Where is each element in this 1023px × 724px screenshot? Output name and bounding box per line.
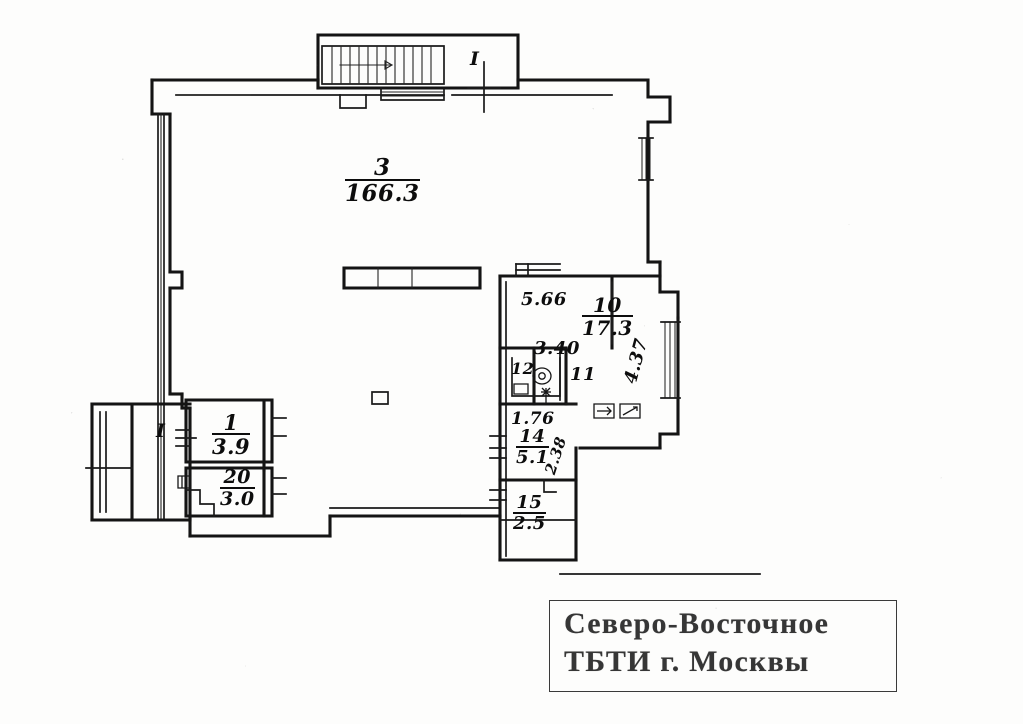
room-3-number: 3 (374, 154, 391, 181)
right-wing-walls (489, 263, 662, 562)
building-outline (150, 78, 680, 519)
window-opening-lower (660, 321, 681, 399)
stair-landing (380, 87, 445, 101)
left-rooms-block (90, 398, 287, 522)
room-14-number: 14 (519, 426, 546, 447)
section-line-top (467, 61, 501, 113)
toilet-fixture (513, 367, 552, 395)
room-label-12: 12 (511, 359, 535, 378)
section-marker-top-label: I (470, 48, 480, 70)
bti-stamp: Северо-Восточное ТБТИ г. Москвы (549, 600, 897, 692)
stamp-line-2: ТБТИ г. Москвы (564, 645, 810, 678)
room-1-area: 3.9 (212, 433, 251, 460)
plumbing-fixtures (541, 387, 641, 419)
room-label-14: 14 5.1 (516, 426, 549, 469)
room-15-number: 15 (516, 492, 543, 513)
room-10-number: 10 (592, 293, 622, 317)
room-20-area: 3.0 (220, 487, 255, 511)
fixture-left-20 (177, 475, 191, 489)
room-3-area: 166.3 (345, 179, 420, 208)
room-label-1: 1 3.9 (212, 410, 251, 460)
room-10-area: 17.3 (582, 315, 633, 341)
room-1-number: 1 (223, 410, 239, 435)
room-20-number: 20 (223, 466, 251, 488)
section-marker-left-label: I (156, 420, 166, 442)
window-opening-upper (638, 137, 654, 181)
section-line-left (85, 437, 197, 469)
room-label-15: 15 2.5 (513, 492, 546, 535)
room-12-number: 12 (511, 359, 535, 378)
room-label-11: 11 (570, 364, 597, 385)
room-14-area: 5.1 (516, 446, 549, 469)
main-hall-walls (168, 266, 502, 538)
room-label-10: 10 17.3 (582, 295, 633, 339)
staircase-block (316, 33, 520, 101)
room-label-20: 20 3.0 (220, 466, 255, 511)
room-15-area: 2.5 (513, 512, 546, 535)
left-glazed-facade (157, 113, 165, 519)
stamp-line-1: Северо-Восточное (564, 607, 830, 640)
room-11-number: 11 (570, 364, 597, 385)
room-label-3: 3 166.3 (345, 156, 420, 206)
stair-direction-arrow (339, 60, 394, 70)
dimension-1-76: 1.76 (511, 409, 555, 429)
dimension-5-66: 5.66 (521, 289, 567, 310)
dimension-3-40: 3.40 (534, 338, 580, 359)
